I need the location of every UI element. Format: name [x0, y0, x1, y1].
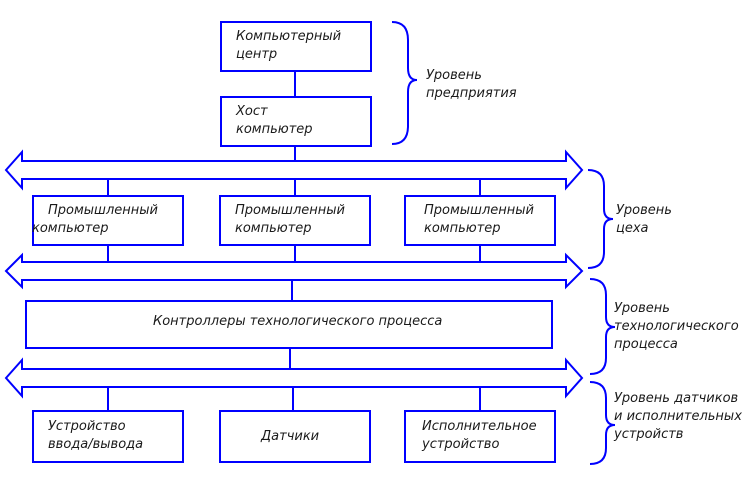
- io-device-line1: Устройство: [48, 419, 126, 434]
- io-device-line2: ввода/вывода: [48, 437, 144, 452]
- host-computer-line2: компьютер: [236, 122, 313, 137]
- industrial-computer-box-3: Промышленный компьютер: [404, 195, 556, 246]
- computer-center-line2: центр: [236, 47, 278, 62]
- bus-arrow-1: [4, 149, 584, 191]
- industrial-computer-1-line1: Промышленный: [48, 203, 158, 218]
- level-process-line3: процесса: [614, 337, 678, 352]
- process-controllers-label: Контроллеры технологического процесса: [153, 314, 443, 329]
- bus-arrow-3: [4, 357, 584, 399]
- level-sensors-line2: и исполнительных: [614, 409, 742, 424]
- actuator-line1: Исполнительное: [422, 419, 537, 434]
- industrial-computer-3-line1: Промышленный: [424, 203, 534, 218]
- level-enterprise-line2: предприятия: [426, 86, 517, 101]
- computer-center-box: Компьютерный центр: [220, 21, 372, 72]
- level-sensors-line3: устройств: [614, 427, 684, 442]
- level-process-line1: Уровень: [614, 301, 670, 316]
- process-controllers-box: Контроллеры технологического процесса: [25, 300, 553, 349]
- industrial-computer-2-line2: компьютер: [235, 221, 312, 236]
- industrial-computer-box-2: Промышленный компьютер: [219, 195, 371, 246]
- level-sensors-line1: Уровень датчиков: [614, 391, 739, 406]
- brace-process: [589, 278, 616, 375]
- sensors-label: Датчики: [261, 429, 320, 444]
- bus-arrow-2: [4, 252, 584, 290]
- brace-enterprise: [391, 21, 418, 145]
- industrial-computer-1-line2: компьютер: [32, 221, 109, 236]
- host-computer-box: Хост компьютер: [220, 96, 372, 147]
- industrial-computer-3-line2: компьютер: [424, 221, 501, 236]
- industrial-computer-box-1: Промышленный компьютер: [32, 195, 184, 246]
- brace-workshop: [587, 169, 614, 269]
- level-workshop-line2: цеха: [616, 221, 649, 236]
- sensors-box: Датчики: [219, 410, 371, 463]
- brace-sensors: [589, 381, 616, 465]
- level-workshop-line1: Уровень: [616, 203, 672, 218]
- host-computer-line1: Хост: [236, 104, 268, 119]
- io-device-box: Устройство ввода/вывода: [32, 410, 184, 463]
- computer-center-line1: Компьютерный: [236, 29, 342, 44]
- industrial-computer-2-line1: Промышленный: [235, 203, 345, 218]
- level-enterprise-line1: Уровень: [426, 68, 482, 83]
- actuator-box: Исполнительное устройство: [404, 410, 556, 463]
- level-process-line2: технологического: [614, 319, 739, 334]
- actuator-line2: устройство: [422, 437, 500, 452]
